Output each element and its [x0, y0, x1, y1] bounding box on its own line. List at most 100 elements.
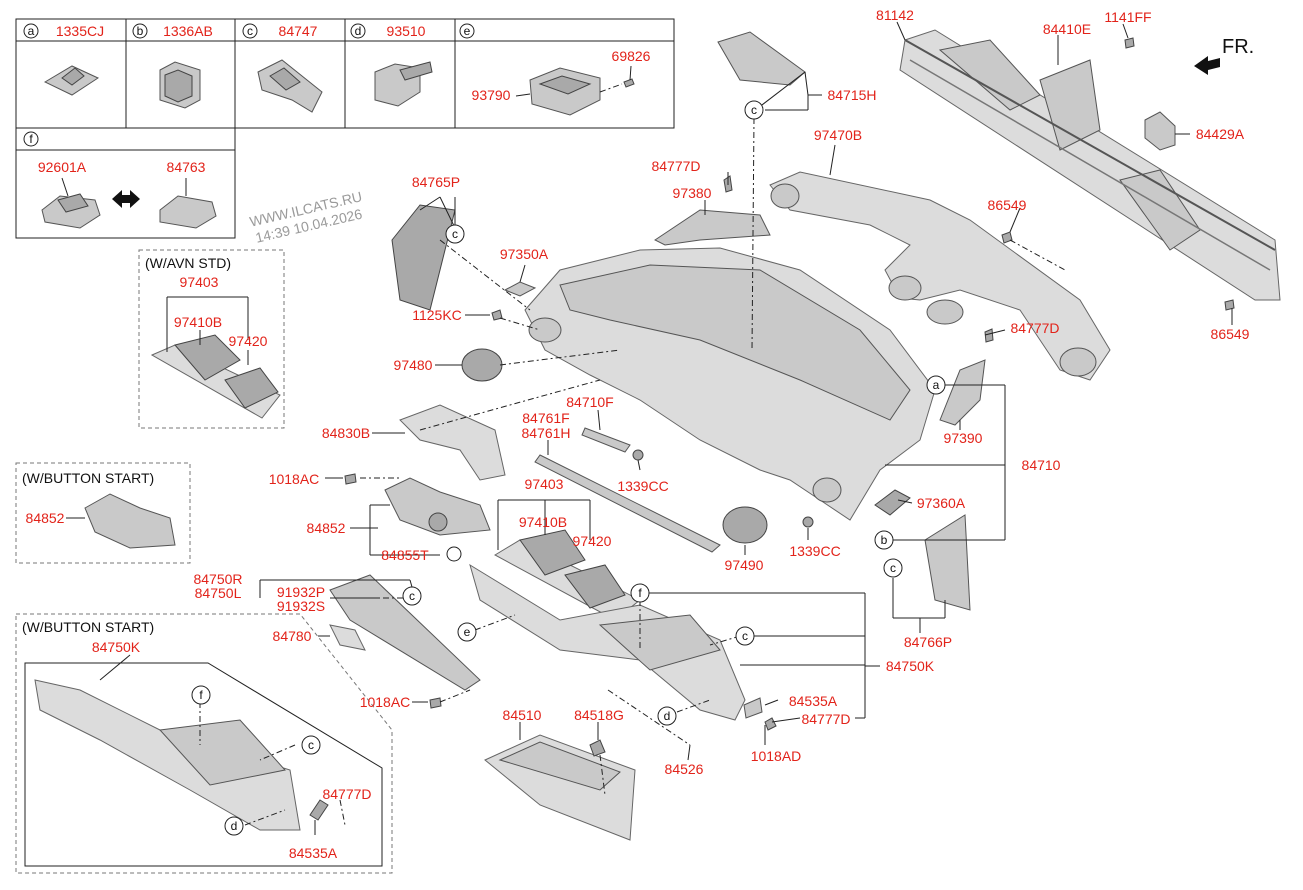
legend-part-f-left[interactable]: 92601A — [38, 159, 87, 175]
part-84526[interactable]: 84526 — [665, 761, 704, 777]
part-81142[interactable]: 81142 — [876, 7, 914, 23]
part-1018AC-a[interactable]: 1018AC — [269, 471, 320, 487]
arrow-left-icon — [1194, 56, 1220, 75]
legend-part-f-right[interactable]: 84763 — [167, 159, 206, 175]
strip-shape-84710F — [581, 427, 631, 453]
front-direction-indicator: FR. — [1194, 36, 1254, 75]
legend-part-e-main[interactable]: 93790 — [472, 87, 511, 103]
part-97410B-b[interactable]: 97410B — [519, 514, 567, 530]
legend-part-c[interactable]: 84747 — [279, 23, 318, 39]
legend-letter-e: e — [464, 24, 471, 38]
legend-cell-c: c 84747 — [242, 23, 323, 113]
legend-part-e-screw[interactable]: 69826 — [612, 48, 651, 64]
double-arrow-icon — [112, 190, 140, 208]
part-84535A-a[interactable]: 84535A — [789, 693, 838, 709]
part-84710F[interactable]: 84710F — [566, 394, 613, 410]
duct-shape-97380 — [654, 209, 771, 246]
part-97470B[interactable]: 97470B — [814, 127, 862, 143]
callout-c-3: c — [890, 561, 896, 575]
part-86549-a[interactable]: 86549 — [988, 197, 1027, 213]
part-97490[interactable]: 97490 — [725, 557, 764, 573]
legend-part-a[interactable]: 1335CJ — [56, 23, 104, 39]
part-84510[interactable]: 84510 — [503, 707, 542, 723]
part-1339CC-a[interactable]: 1339CC — [617, 478, 668, 494]
part-84750K-a[interactable]: 84750K — [886, 658, 935, 674]
group-button-start-2-title: (W/BUTTON START) — [22, 619, 154, 635]
part-91932P[interactable]: 91932P — [277, 584, 325, 600]
part-97410B-a[interactable]: 97410B — [174, 314, 222, 330]
lower-crash-pad-shape-alt — [34, 679, 301, 831]
part-84852-b[interactable]: 84852 — [26, 510, 65, 526]
cover-shape-84780 — [329, 624, 366, 651]
part-84761F[interactable]: 84761F — [522, 410, 569, 426]
panel-shape-84765P — [391, 204, 456, 311]
callout-c-1: c — [751, 103, 757, 117]
shroud-shape-84852-alt — [84, 493, 176, 549]
part-84750K-b[interactable]: 84750K — [92, 639, 141, 655]
part-84750L[interactable]: 84750L — [195, 585, 242, 601]
part-84830B[interactable]: 84830B — [322, 425, 370, 441]
callout-c-4: c — [409, 589, 415, 603]
strip-shape-84761 — [534, 454, 721, 553]
callout-a: a — [933, 378, 940, 392]
part-97380[interactable]: 97380 — [673, 185, 712, 201]
legend-letter-f: f — [29, 132, 33, 146]
part-1141FF[interactable]: 1141FF — [1104, 9, 1151, 25]
part-97480[interactable]: 97480 — [394, 357, 433, 373]
leader-lines — [66, 21, 1233, 835]
cover-shape-84715H — [717, 31, 806, 86]
part-84535A-b[interactable]: 84535A — [289, 845, 338, 861]
part-84777D-mid[interactable]: 84777D — [1010, 320, 1059, 336]
part-84715H[interactable]: 84715H — [827, 87, 876, 103]
legend-letter-a: a — [28, 24, 35, 38]
part-84777D-box[interactable]: 84777D — [322, 786, 371, 802]
part-84777D-low[interactable]: 84777D — [801, 711, 850, 727]
part-1339CC-b[interactable]: 1339CC — [789, 543, 840, 559]
crash-pad-shape — [524, 247, 936, 521]
vent-shape-97360A — [874, 489, 911, 516]
part-97350A[interactable]: 97350A — [500, 246, 549, 262]
part-91932S[interactable]: 91932S — [277, 598, 325, 614]
legend-letter-d: d — [355, 24, 362, 38]
part-84777D-top[interactable]: 84777D — [651, 158, 700, 174]
legend-table: a 1335CJ b 1336AB c 84747 d 93510 — [15, 18, 675, 239]
legend-letter-b: b — [137, 24, 144, 38]
part-97390[interactable]: 97390 — [944, 430, 983, 446]
part-84761H[interactable]: 84761H — [521, 425, 570, 441]
part-84855T[interactable]: 84855T — [381, 547, 429, 563]
legend-part-d[interactable]: 93510 — [387, 23, 426, 39]
shroud-shape-84852 — [384, 477, 491, 536]
part-97360A[interactable]: 97360A — [917, 495, 966, 511]
part-84766P[interactable]: 84766P — [904, 634, 952, 650]
legend-cell-b: b 1336AB — [132, 23, 213, 109]
callout-c-5: c — [742, 629, 748, 643]
part-84765P[interactable]: 84765P — [412, 174, 460, 190]
part-84429A[interactable]: 84429A — [1196, 126, 1245, 142]
part-84750R[interactable]: 84750R — [193, 571, 242, 587]
part-86549-b[interactable]: 86549 — [1211, 326, 1250, 342]
group-avn-std: (W/AVN STD) — [138, 249, 285, 429]
part-84710[interactable]: 84710 — [1022, 457, 1061, 473]
cross-bar-shape — [899, 29, 1281, 301]
callout-circles: c c a b c c f e c d f c d — [191, 100, 946, 836]
part-97403-b[interactable]: 97403 — [525, 476, 564, 492]
part-1018AD[interactable]: 1018AD — [751, 748, 802, 764]
part-1018AC-b[interactable]: 1018AC — [360, 694, 411, 710]
part-84518G[interactable]: 84518G — [574, 707, 624, 723]
part-97420-b[interactable]: 97420 — [573, 533, 612, 549]
lower-panel-shape-84750R — [329, 574, 481, 691]
part-84410E[interactable]: 84410E — [1043, 21, 1091, 37]
part-84852-a[interactable]: 84852 — [307, 520, 346, 536]
sensor-shape-97350A — [503, 281, 537, 297]
vent-shape-97490 — [722, 506, 768, 544]
part-84780[interactable]: 84780 — [273, 628, 312, 644]
callout-d: d — [664, 709, 671, 723]
legend-cell-f: f 92601A 84763 — [23, 131, 217, 229]
part-97420-a[interactable]: 97420 — [229, 333, 268, 349]
front-label: FR. — [1222, 36, 1254, 58]
vent-shape-97480 — [461, 348, 503, 382]
legend-part-b[interactable]: 1336AB — [163, 23, 213, 39]
part-1125KC[interactable]: 1125KC — [412, 307, 462, 323]
air-duct-shape — [769, 171, 1111, 381]
part-97403-a[interactable]: 97403 — [180, 274, 219, 290]
